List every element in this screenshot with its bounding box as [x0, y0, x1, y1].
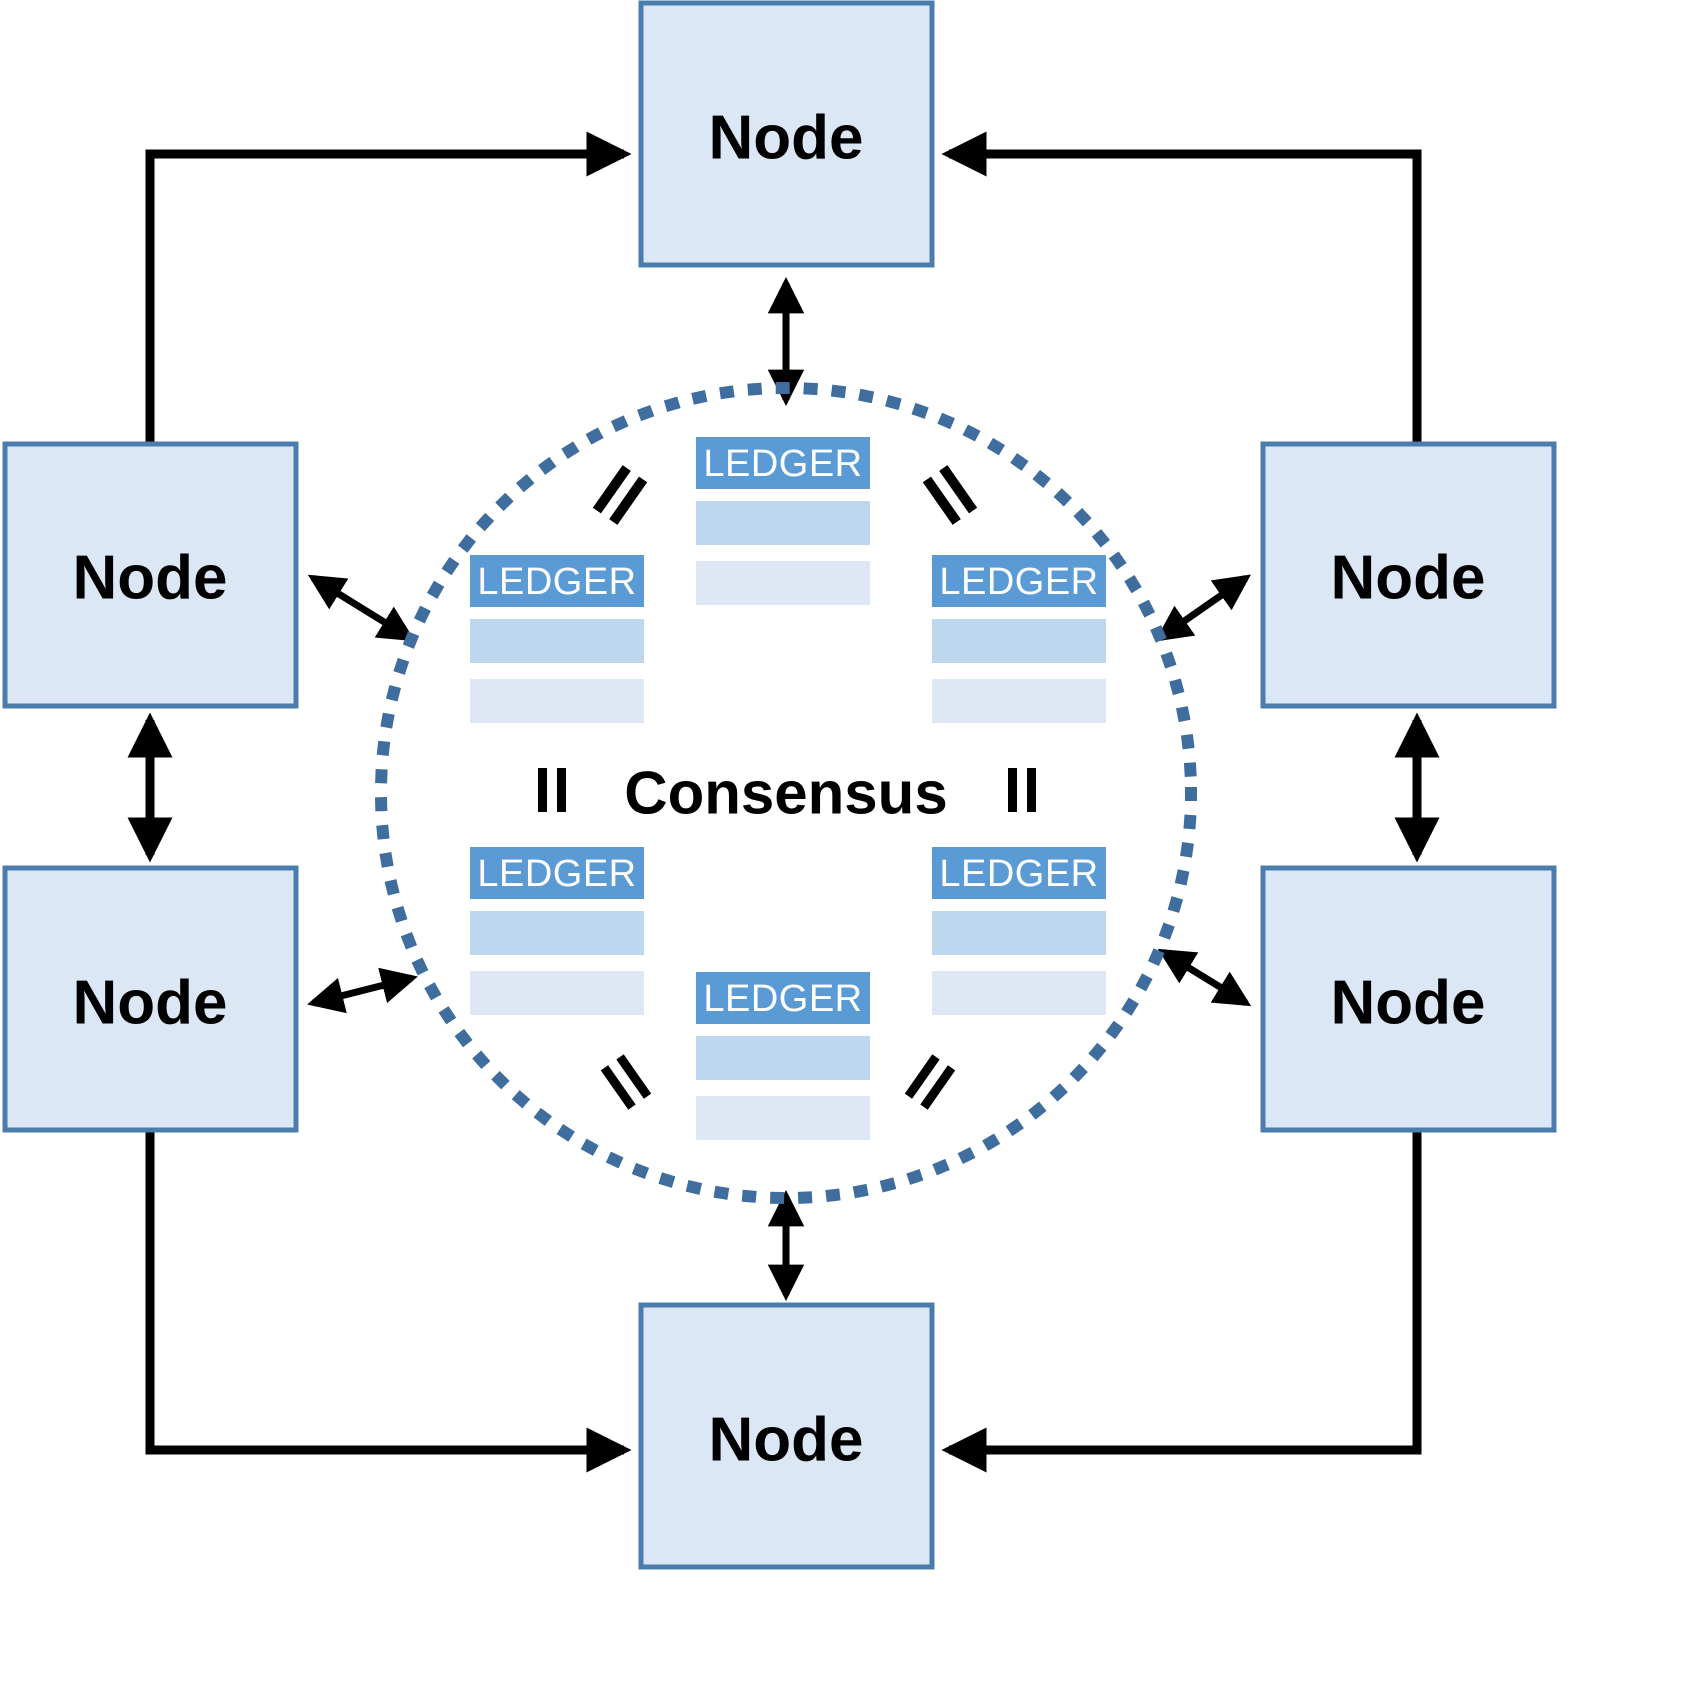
link-left-lower-to-bottom	[145, 1130, 632, 1473]
ledger-cards: LEDGER LEDGER LEDGER LEDGER	[470, 437, 1106, 1140]
link-left-upper-to-consensus	[307, 574, 416, 642]
ledger-row-low	[932, 971, 1106, 1015]
ledger-label: LEDGER	[939, 853, 1098, 895]
ledger-row-mid	[932, 619, 1106, 663]
ledger-row-mid	[696, 501, 870, 545]
ledger-row-low	[696, 1096, 870, 1140]
ledger-header-bar	[932, 847, 1106, 899]
ledger-label: LEDGER	[939, 561, 1098, 603]
node-box-top[interactable]: Node	[638, 0, 935, 268]
link-right-upper-from-top	[941, 131, 1422, 478]
link-right-lower-to-consensus	[1157, 948, 1252, 1007]
ledger-label: LEDGER	[477, 561, 636, 603]
node-box-right-upper[interactable]: Node	[1260, 441, 1557, 709]
ledger-header-bar	[932, 555, 1106, 607]
ledger-card-top[interactable]: LEDGER	[696, 437, 870, 605]
equals-mark-mid-left	[538, 768, 566, 812]
consensus-label: Consensus	[624, 760, 947, 827]
link-left-upper-from-top	[145, 131, 632, 478]
perimeter-connections	[127, 131, 1440, 1473]
ledger-header-bar	[696, 437, 870, 489]
ledger-card-upper-left[interactable]: LEDGER	[470, 555, 644, 723]
node-label: Node	[1331, 969, 1486, 1038]
node-label: Node	[1331, 544, 1486, 613]
link-left-lower-to-consensus	[307, 967, 418, 1014]
ledger-row-low	[696, 561, 870, 605]
ledger-label: LEDGER	[703, 978, 862, 1020]
equals-mark-upper-left	[592, 465, 648, 525]
ledger-row-low	[932, 679, 1106, 723]
node-box-bottom[interactable]: Node	[638, 1302, 935, 1570]
ledger-row-mid	[470, 911, 644, 955]
node-label: Node	[709, 104, 864, 173]
equals-mark-mid-right	[1008, 768, 1036, 812]
node-box-right-lower[interactable]: Node	[1260, 865, 1557, 1133]
ledger-label: LEDGER	[477, 853, 636, 895]
ledger-card-bottom[interactable]: LEDGER	[696, 972, 870, 1140]
ledger-header-bar	[470, 847, 644, 899]
link-right-lower-to-bottom	[941, 1130, 1422, 1473]
equals-mark-upper-right	[922, 465, 978, 525]
equals-marks	[538, 465, 1036, 1110]
ledger-row-low	[470, 971, 644, 1015]
node-box-left-lower[interactable]: Node	[2, 865, 299, 1133]
equals-mark-lower-right	[904, 1054, 956, 1110]
node-box-left-upper[interactable]: Node	[2, 441, 299, 709]
ledger-row-mid	[696, 1036, 870, 1080]
consensus-boundary-circle	[375, 382, 1197, 1204]
ledger-header-bar	[470, 555, 644, 607]
ledger-card-upper-right[interactable]: LEDGER	[932, 555, 1106, 723]
node-label: Node	[73, 544, 228, 613]
node-label: Node	[709, 1406, 864, 1475]
ledger-header-bar	[696, 972, 870, 1024]
ledger-row-mid	[932, 911, 1106, 955]
node-boxes: Node Node Node Node Node Node	[2, 0, 1557, 1570]
ledger-label: LEDGER	[703, 443, 862, 485]
ledger-card-lower-right[interactable]: LEDGER	[932, 847, 1106, 1015]
ledger-row-mid	[470, 619, 644, 663]
node-label: Node	[73, 969, 228, 1038]
equals-mark-lower-left	[600, 1054, 652, 1110]
ledger-card-lower-left[interactable]: LEDGER	[470, 847, 644, 1015]
ledger-row-low	[470, 679, 644, 723]
consensus-connections	[307, 276, 1252, 1302]
link-right-upper-to-consensus	[1155, 574, 1251, 642]
